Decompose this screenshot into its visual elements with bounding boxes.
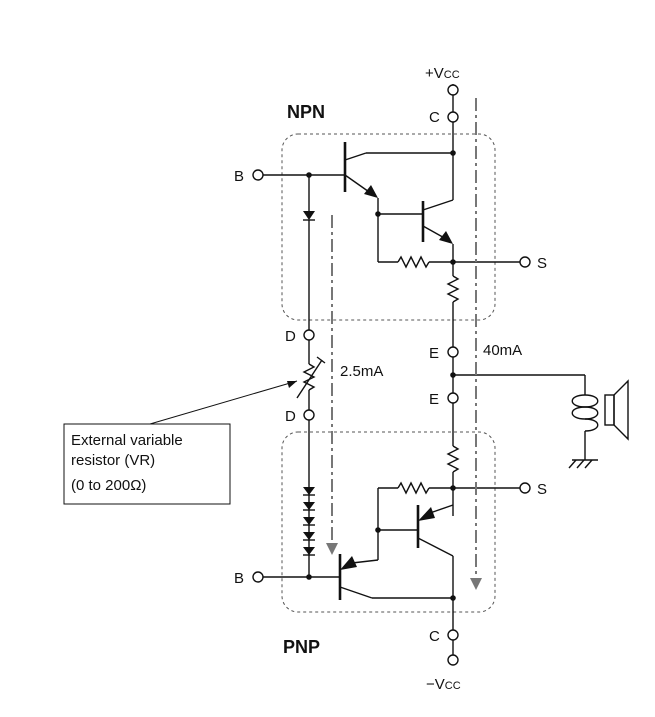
output-current-label: 40mA — [483, 342, 522, 359]
s-bottom-terminal — [519, 482, 531, 494]
vcc-positive-terminal — [447, 84, 459, 96]
b-top-label: B — [234, 168, 244, 185]
e-bottom-label: E — [429, 391, 439, 408]
d-top-terminal — [303, 329, 315, 341]
npn-transistor-q2 — [421, 199, 454, 244]
e-top-label: E — [429, 345, 439, 362]
s-bottom-label: S — [537, 481, 547, 498]
c-top-terminal — [447, 111, 459, 123]
vcc-negative-terminal — [447, 654, 459, 666]
bias-diode-top — [303, 211, 315, 221]
npn-resistor-horizontal — [397, 255, 430, 269]
output-current-arrow — [470, 98, 482, 590]
npn-module-outline — [281, 133, 496, 321]
pnp-transistor-q4 — [338, 554, 379, 600]
external-variable-resistor — [296, 356, 326, 399]
e-bottom-terminal — [447, 392, 459, 404]
vcc-negative-label: −VCC — [426, 676, 461, 693]
c-top-label: C — [429, 109, 440, 126]
npn-transistor-q1 — [343, 142, 378, 198]
pnp-module-outline — [281, 431, 496, 613]
s-top-label: S — [537, 255, 547, 272]
c-bottom-terminal — [447, 629, 459, 641]
speaker-icon — [604, 379, 629, 441]
vr-callout-box — [63, 423, 231, 505]
pnp-label: PNP — [283, 637, 320, 657]
bias-current-label: 2.5mA — [340, 363, 383, 380]
b-bottom-label: B — [234, 570, 244, 587]
bias-diode-stack — [303, 487, 315, 556]
npn-label: NPN — [287, 102, 325, 122]
vr-callout-line2: resistor (VR) — [71, 452, 155, 469]
s-top-terminal — [519, 256, 531, 268]
vr-callout-line3: (0 to 200Ω) — [71, 477, 146, 494]
pnp-resistor-horizontal — [397, 481, 430, 495]
vr-callout-line1: External variable — [71, 432, 183, 449]
vcc-positive-label: +VCC — [425, 65, 460, 82]
d-bottom-terminal — [303, 409, 315, 421]
pnp-transistor-q3 — [416, 504, 454, 557]
pnp-emitter-resistor — [446, 445, 460, 473]
ground-symbol — [568, 459, 598, 469]
d-bottom-label: D — [285, 408, 296, 425]
b-top-terminal — [252, 169, 264, 181]
b-bottom-terminal — [252, 571, 264, 583]
e-top-terminal — [447, 346, 459, 358]
npn-emitter-resistor — [446, 275, 460, 303]
d-top-label: D — [285, 328, 296, 345]
bias-current-arrow — [326, 215, 338, 555]
speaker-coil — [571, 394, 599, 432]
c-bottom-label: C — [429, 628, 440, 645]
